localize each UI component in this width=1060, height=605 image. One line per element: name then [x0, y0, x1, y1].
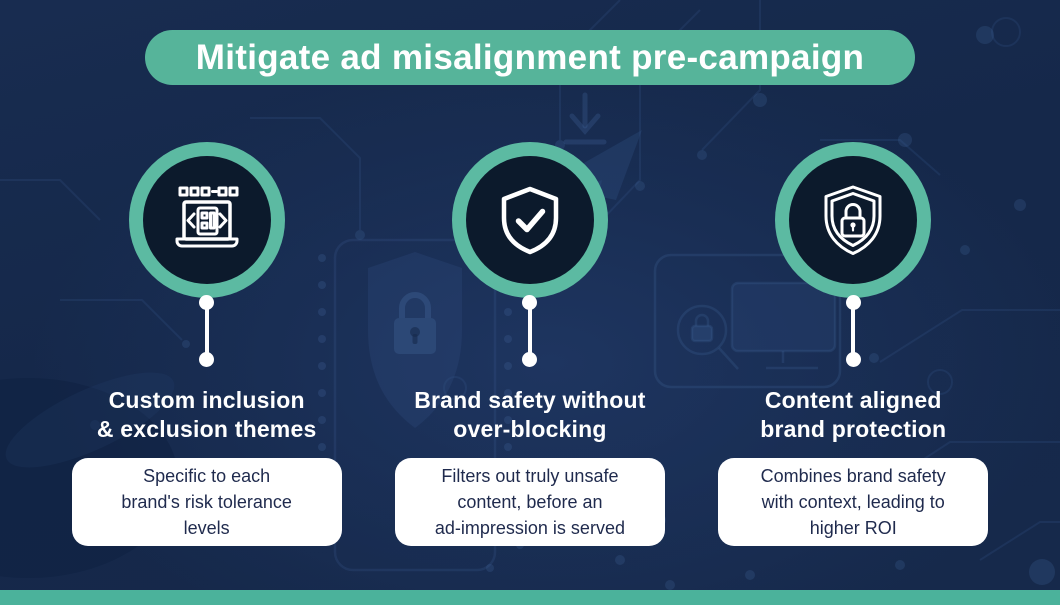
connector-dot-bottom: [845, 352, 861, 367]
page-title: Mitigate ad misalignment pre-campaign: [195, 37, 865, 77]
footer-accent-strip: [0, 590, 1060, 605]
connector-dot-top: [845, 295, 861, 310]
icon-badge-inner: [142, 156, 271, 284]
feature-heading: Custom inclusion & exclusion themes: [96, 387, 317, 442]
feature-description: Combines brand safety with context, lead…: [760, 466, 946, 538]
title-banner: Mitigate ad misalignment pre-campaign: [145, 30, 915, 85]
connector-dot-bottom: [199, 352, 215, 367]
icon-badge-inner: [465, 156, 594, 284]
shield-check-icon: [501, 186, 559, 255]
connector-dot-top: [522, 295, 538, 310]
connector-line: [845, 295, 861, 367]
connector-line: [199, 295, 215, 367]
icon-badge: [451, 142, 608, 298]
icon-badge-inner: [789, 156, 918, 284]
feature-heading: Brand safety without over-blocking: [414, 387, 646, 442]
connector-stem: [527, 309, 532, 353]
feature-card: Filters out truly unsafe content, before…: [394, 458, 665, 546]
download-arrow-watermark: [563, 92, 607, 145]
feature-heading: Content aligned brand protection: [760, 387, 947, 442]
feature-card: Combines brand safety with context, lead…: [718, 458, 989, 546]
feature-description: Filters out truly unsafe content, before…: [434, 466, 625, 538]
feature-column-brand-protection: Content aligned brand protection Combine…: [692, 142, 1015, 546]
icon-badge: [128, 142, 285, 298]
connector-dot-top: [199, 295, 215, 310]
connector-stem: [204, 309, 209, 353]
connector-dot-bottom: [522, 352, 538, 367]
icon-badge: [775, 142, 932, 298]
connector-line: [522, 295, 538, 367]
feature-card: Specific to each brand's risk tolerance …: [71, 458, 342, 546]
feature-description: Specific to each brand's risk tolerance …: [121, 466, 292, 538]
feature-column-brand-safety: Brand safety without over-blocking Filte…: [368, 142, 691, 546]
connector-stem: [851, 309, 856, 353]
shield-lock-icon: [824, 185, 882, 255]
feature-column-custom-themes: Custom inclusion & exclusion themes Spec…: [45, 142, 368, 546]
feature-columns: Custom inclusion & exclusion themes Spec…: [45, 142, 1015, 546]
ad-layout-laptop-icon: [175, 186, 239, 248]
